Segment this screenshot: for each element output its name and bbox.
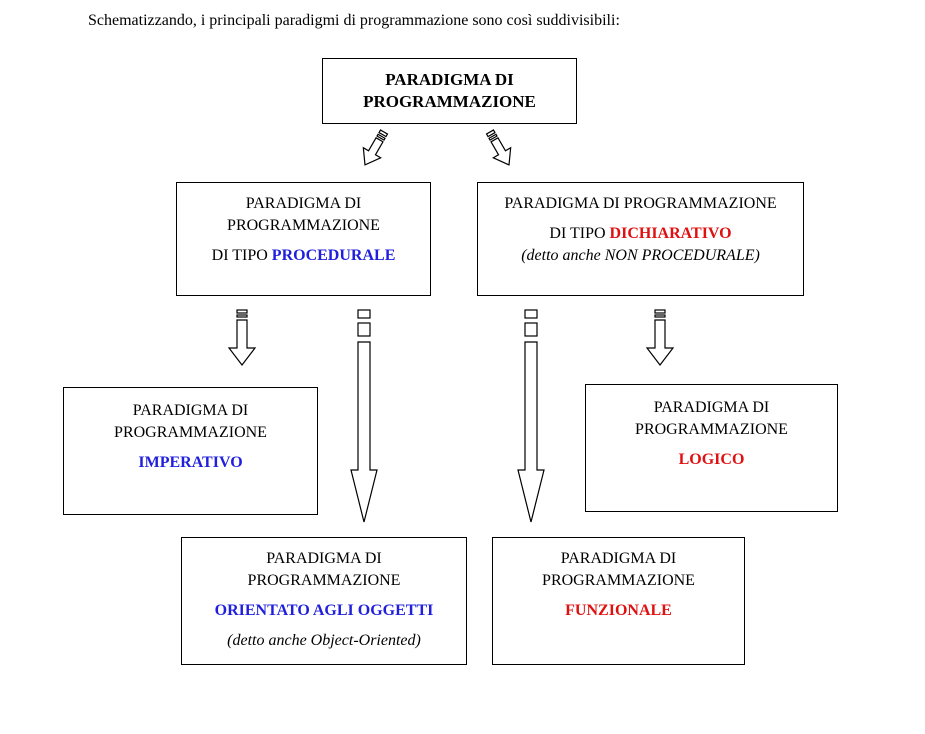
node-paradigma-programmazione: PARADIGMA DI PROGRAMMAZIONE xyxy=(322,58,577,124)
node-dichiarativo: PARADIGMA DI PROGRAMMAZIONE DI TIPO DICH… xyxy=(477,182,804,296)
node-logico-line1: PARADIGMA DI xyxy=(653,399,770,416)
node-funzionale-line2: PROGRAMMAZIONE xyxy=(542,572,695,589)
node-procedurale-line2: PROGRAMMAZIONE xyxy=(227,217,380,234)
arrow-procedurale-to-oggetti xyxy=(350,309,378,523)
node-imperativo: PARADIGMA DI PROGRAMMAZIONE IMPERATIVO xyxy=(63,387,318,515)
node-procedurale-line1: PARADIGMA DI xyxy=(245,195,362,212)
node-funzionale: PARADIGMA DI PROGRAMMAZIONE FUNZIONALE xyxy=(492,537,745,665)
node-logico-line2: PROGRAMMAZIONE xyxy=(635,421,788,438)
arrow-dichiarativo-to-funzionale xyxy=(517,309,545,523)
node-oggetti-keyword: ORIENTATO AGLI OGGETTI xyxy=(214,602,434,619)
arrow-procedurale-to-imperativo xyxy=(227,309,257,366)
arrow-root-to-procedurale xyxy=(362,129,389,166)
node-root-line2: PROGRAMMAZIONE xyxy=(363,92,536,111)
node-procedurale-prefix: DI TIPO xyxy=(211,247,272,264)
node-dichiarativo-line1: PARADIGMA DI PROGRAMMAZIONE xyxy=(504,195,777,212)
node-orientato-agli-oggetti: PARADIGMA DI PROGRAMMAZIONE ORIENTATO AG… xyxy=(181,537,467,665)
node-oggetti-line1: PARADIGMA DI xyxy=(266,550,382,567)
node-logico: PARADIGMA DI PROGRAMMAZIONE LOGICO xyxy=(585,384,838,512)
node-dichiarativo-prefix: DI TIPO xyxy=(549,225,610,242)
node-oggetti-note: (detto anche Object-Oriented) xyxy=(227,632,421,649)
node-procedurale: PARADIGMA DI PROGRAMMAZIONE DI TIPO PROC… xyxy=(176,182,431,296)
arrow-dichiarativo-to-logico xyxy=(645,309,675,366)
intro-text: Schematizzando, i principali paradigmi d… xyxy=(88,12,620,29)
node-oggetti-line2: PROGRAMMAZIONE xyxy=(247,572,401,589)
node-procedurale-keyword: PROCEDURALE xyxy=(271,247,396,264)
node-funzionale-keyword: FUNZIONALE xyxy=(565,602,672,619)
arrow-root-to-dichiarativo xyxy=(485,129,512,166)
node-imperativo-line1: PARADIGMA DI xyxy=(132,402,249,419)
node-dichiarativo-note: (detto anche NON PROCEDURALE) xyxy=(521,247,760,264)
node-root-line1: PARADIGMA DI xyxy=(385,70,514,89)
node-logico-keyword: LOGICO xyxy=(678,451,745,468)
node-procedurale-type: DI TIPO PROCEDURALE xyxy=(177,245,430,267)
node-funzionale-line1: PARADIGMA DI xyxy=(560,550,677,567)
node-imperativo-keyword: IMPERATIVO xyxy=(138,454,243,471)
node-dichiarativo-type: DI TIPO DICHIARATIVO xyxy=(478,223,803,245)
node-dichiarativo-keyword: DICHIARATIVO xyxy=(609,225,732,242)
node-imperativo-line2: PROGRAMMAZIONE xyxy=(114,424,267,441)
